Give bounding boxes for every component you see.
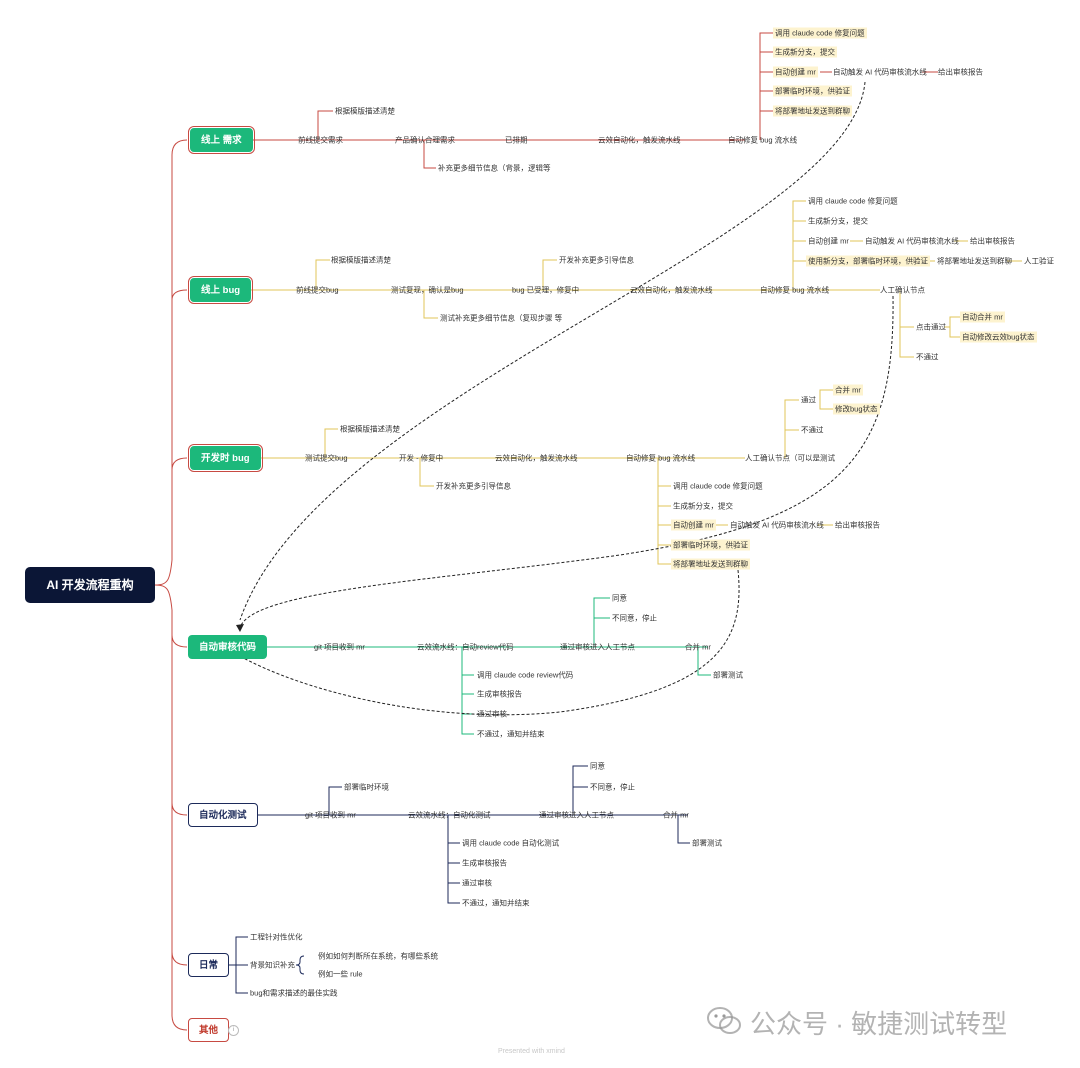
node[interactable]: 不通过 bbox=[916, 352, 939, 362]
node[interactable]: 开发补充更多引导信息 bbox=[436, 481, 511, 491]
node[interactable]: 不同意，停止 bbox=[612, 613, 657, 623]
topic-auto-review[interactable]: 自动审核代码 bbox=[188, 635, 268, 659]
node[interactable]: 开发补充更多引导信息 bbox=[559, 255, 634, 265]
node[interactable]: 部署测试 bbox=[713, 670, 743, 680]
node[interactable]: 自动修复 bug 流水线 bbox=[760, 285, 830, 295]
node[interactable]: 调用 claude code 修复问题 bbox=[773, 27, 867, 39]
topic-dev-bug[interactable]: 开发时 bug bbox=[188, 444, 263, 472]
node[interactable]: 通过 bbox=[801, 395, 816, 405]
node[interactable]: 同意 bbox=[612, 593, 627, 603]
node[interactable]: 生成新分支，提交 bbox=[808, 216, 868, 226]
node[interactable]: 通过审核 bbox=[477, 709, 507, 719]
node[interactable]: 使用新分支，部署临时环境，供验证 bbox=[806, 255, 930, 267]
node[interactable]: 背景知识补充 bbox=[250, 960, 295, 970]
node[interactable]: 产品确认合理需求 bbox=[395, 135, 455, 145]
node[interactable]: 云效流水线：自动review代码 bbox=[417, 642, 514, 652]
watermark: 公众号 · 敏捷测试转型 bbox=[750, 1009, 1008, 1039]
wechat-logo-icon bbox=[707, 1007, 741, 1034]
xmind-credit: Presented with xmind bbox=[498, 1048, 565, 1055]
node[interactable]: 生成审核报告 bbox=[462, 858, 507, 868]
node[interactable]: 合并 mr bbox=[685, 642, 711, 652]
node[interactable]: 调用 claude code 修复问题 bbox=[808, 196, 898, 206]
node[interactable]: 不同意，停止 bbox=[590, 782, 635, 792]
topic-daily[interactable]: 日常 bbox=[188, 953, 230, 977]
node[interactable]: 自动触发 AI 代码审核流水线 bbox=[730, 520, 824, 530]
node[interactable]: 已排期 bbox=[505, 135, 528, 145]
node[interactable]: 通过审核进入人工节点 bbox=[539, 810, 614, 820]
node[interactable]: 测试复现，确认是bug bbox=[391, 285, 464, 295]
node[interactable]: 测试提交bug bbox=[305, 453, 348, 463]
node[interactable]: 自动合并 mr bbox=[960, 311, 1005, 323]
node[interactable]: 根据模版描述清楚 bbox=[340, 424, 400, 434]
node[interactable]: 自动触发 AI 代码审核流水线 bbox=[833, 67, 927, 77]
node[interactable]: 前线提交bug bbox=[296, 285, 339, 295]
node[interactable]: 云效自动化，触发流水线 bbox=[598, 135, 681, 145]
node[interactable]: 给出审核报告 bbox=[938, 67, 983, 77]
node[interactable]: 部署测试 bbox=[692, 838, 722, 848]
node[interactable]: 调用 claude code review代码 bbox=[477, 670, 574, 680]
node[interactable]: 将部署地址发送到群聊 bbox=[773, 105, 852, 117]
node[interactable]: 自动修复 bug 流水线 bbox=[728, 135, 798, 145]
node[interactable]: 补充更多细节信息（背景，逻辑等 bbox=[438, 163, 551, 173]
node[interactable]: 根据模版描述清楚 bbox=[331, 255, 391, 265]
node[interactable]: 自动触发 AI 代码审核流水线 bbox=[865, 236, 959, 246]
node[interactable]: 将部署地址发送到群聊 bbox=[671, 558, 750, 570]
node[interactable]: 调用 claude code 修复问题 bbox=[673, 481, 763, 491]
node[interactable]: 测试补充更多细节信息（复现步骤 等 bbox=[440, 313, 563, 323]
node[interactable]: 自动创建 mr bbox=[773, 66, 818, 78]
node[interactable]: 合并 mr bbox=[833, 384, 863, 396]
node[interactable]: 人工确认节点（可以是测试 bbox=[745, 453, 835, 463]
node[interactable]: 不通过，通知并结束 bbox=[462, 898, 530, 908]
node[interactable]: 开发 - 修复中 bbox=[399, 453, 444, 463]
node[interactable]: bug和需求描述的最佳实践 bbox=[250, 988, 338, 998]
node[interactable]: 人工确认节点 bbox=[880, 285, 925, 295]
node[interactable]: 调用 claude code 自动化测试 bbox=[462, 838, 560, 848]
node[interactable]: 不通过 bbox=[801, 425, 824, 435]
node[interactable]: 点击通过 bbox=[916, 322, 946, 332]
node[interactable]: 自动修改云效bug状态 bbox=[960, 331, 1037, 343]
node[interactable]: 云效自动化，触发流水线 bbox=[495, 453, 578, 463]
node[interactable]: 前线提交需求 bbox=[298, 135, 343, 145]
info-icon[interactable]: i bbox=[228, 1025, 239, 1036]
node[interactable]: 自动修复 bug 流水线 bbox=[626, 453, 696, 463]
node[interactable]: 生成新分支，提交 bbox=[673, 501, 733, 511]
topic-online-bug[interactable]: 线上 bug bbox=[187, 276, 254, 304]
node[interactable]: 不通过，通知并结束 bbox=[477, 729, 545, 739]
node[interactable]: 修改bug状态 bbox=[833, 403, 880, 415]
node[interactable]: 人工验证 bbox=[1024, 256, 1054, 266]
node[interactable]: 工程针对性优化 bbox=[250, 932, 303, 942]
node[interactable]: 例如一些 rule bbox=[318, 969, 363, 979]
node[interactable]: 部署临时环境 bbox=[344, 782, 389, 792]
node[interactable]: 云效自动化，触发流水线 bbox=[630, 285, 713, 295]
topic-other[interactable]: 其他 bbox=[188, 1018, 230, 1042]
node[interactable]: 通过审核进入人工节点 bbox=[560, 642, 635, 652]
node[interactable]: 自动创建 mr bbox=[671, 519, 716, 531]
node[interactable]: 部署临时环境，供验证 bbox=[671, 539, 750, 551]
topic-auto-test[interactable]: 自动化测试 bbox=[188, 803, 258, 827]
node[interactable]: 自动创建 mr bbox=[808, 236, 849, 246]
root-topic[interactable]: AI 开发流程重构 bbox=[25, 567, 155, 603]
node[interactable]: 云效流水线：自动化测试 bbox=[408, 810, 491, 820]
node[interactable]: 合并 mr bbox=[663, 810, 689, 820]
node[interactable]: 例如如何判断所在系统，有哪些系统 bbox=[318, 951, 438, 961]
node[interactable]: 通过审核 bbox=[462, 878, 492, 888]
topic-online-requirement[interactable]: 线上 需求 bbox=[188, 126, 255, 154]
node[interactable]: 部署临时环境，供验证 bbox=[773, 85, 852, 97]
node[interactable]: 同意 bbox=[590, 761, 605, 771]
node[interactable]: bug 已受理，修复中 bbox=[512, 285, 580, 295]
node[interactable]: 生成新分支，提交 bbox=[773, 46, 837, 58]
node[interactable]: 将部署地址发送到群聊 bbox=[937, 256, 1012, 266]
node[interactable]: 生成审核报告 bbox=[477, 689, 522, 699]
node[interactable]: 根据模版描述清楚 bbox=[335, 106, 395, 116]
node[interactable]: 给出审核报告 bbox=[835, 520, 880, 530]
node[interactable]: git 项目收到 mr bbox=[314, 642, 365, 652]
node[interactable]: git 项目收到 mr bbox=[305, 810, 356, 820]
node[interactable]: 给出审核报告 bbox=[970, 236, 1015, 246]
